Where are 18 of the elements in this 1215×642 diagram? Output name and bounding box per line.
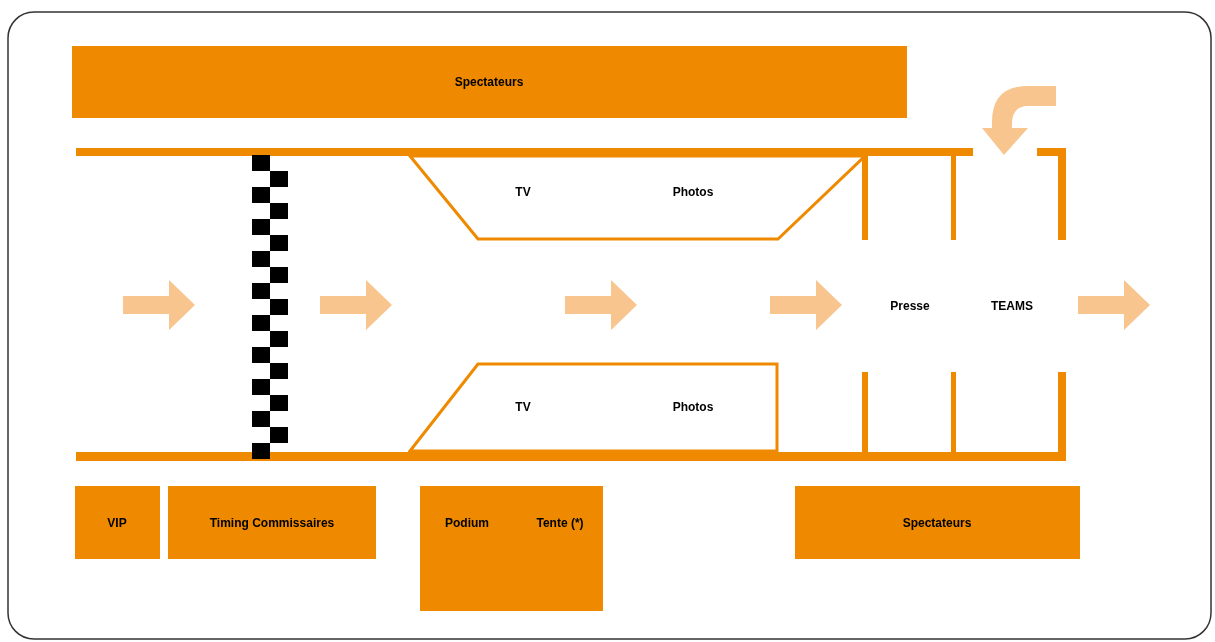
area-label: Spectateurs: [454, 75, 524, 89]
area-box: [420, 486, 603, 611]
area-label: Photos: [672, 400, 714, 414]
area-box: [72, 46, 907, 118]
zone-label: Presse: [890, 299, 930, 313]
area-label: Tente (*): [536, 516, 584, 530]
area-box: [795, 486, 1080, 559]
zone-label: TEAMS: [991, 299, 1033, 313]
area-label: Spectateurs: [902, 516, 972, 530]
area-label: VIP: [107, 516, 127, 530]
area-label: TV: [515, 400, 531, 414]
area-box: [75, 486, 160, 559]
area-box: [168, 486, 376, 559]
area-label: TV: [515, 185, 531, 199]
area-label: Timing Commissaires: [209, 516, 335, 530]
area-label: Photos: [672, 185, 714, 199]
press-zone-trapezoid: [408, 362, 780, 454]
area-label: Podium: [445, 516, 489, 530]
